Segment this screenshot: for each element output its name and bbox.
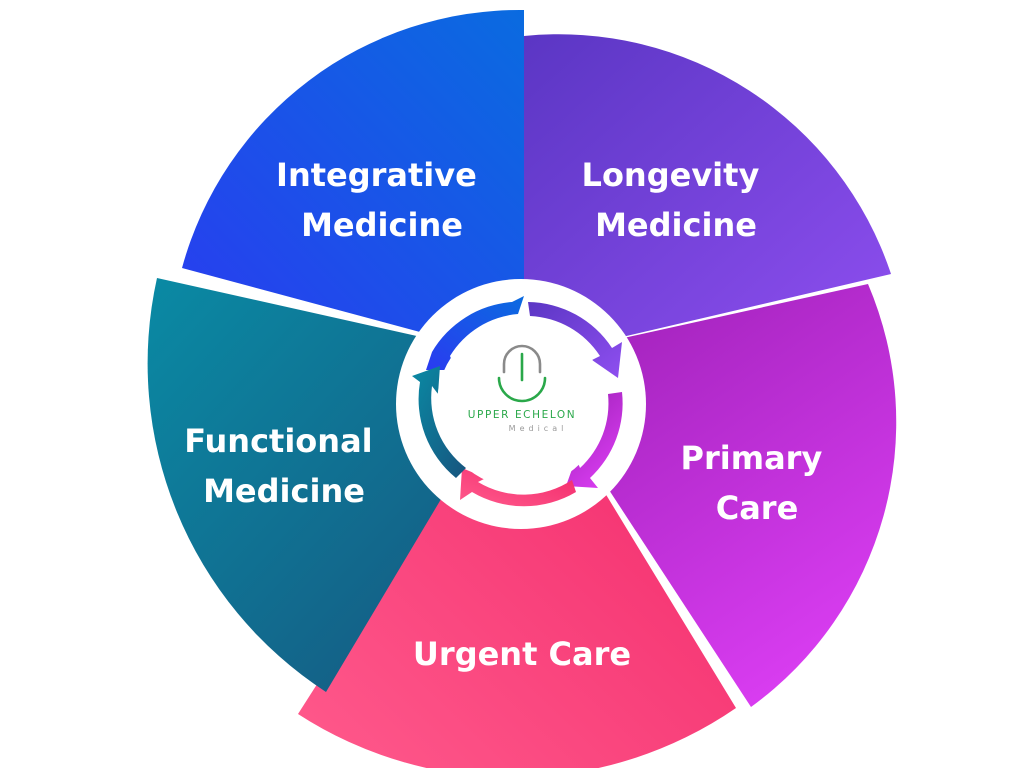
segment-longevity-label: Longevity Medicine (582, 156, 771, 244)
segment-primary-label: Primary Care (681, 439, 834, 527)
segment-longevity-label-line1: Longevity (582, 156, 760, 194)
segment-integrative-label-line2: Medicine (301, 206, 463, 244)
cycle-arrow-blue (426, 296, 524, 370)
segment-primary-label-line1: Primary (681, 439, 823, 477)
segment-integrative-label: Integrative Medicine (276, 156, 488, 244)
cycle-arrow-magenta (566, 392, 623, 488)
upper-echelon-logo: UPPER ECHELON Medical (468, 344, 577, 433)
logo-sub: Medical (509, 424, 568, 433)
cycle-arrow-teal (412, 366, 466, 478)
segment-integrative: Integrative Medicine (182, 9, 524, 361)
segment-integrative-label-line1: Integrative (276, 156, 477, 194)
logo-name: UPPER ECHELON (468, 409, 577, 421)
segment-longevity-label-line2: Medicine (595, 206, 757, 244)
segment-urgent-label: Urgent Care (413, 635, 631, 673)
segment-urgent-wedge (298, 360, 736, 768)
cycle-arrow-pink (460, 468, 576, 507)
segment-urgent: Urgent Care (298, 360, 736, 768)
cycle-arrows (412, 296, 623, 507)
center-hub-inner (437, 320, 605, 488)
segment-integrative-wedge (182, 9, 524, 361)
segment-functional-label-line1: Functional (184, 422, 372, 460)
segment-primary-label-line2: Care (716, 489, 799, 527)
segment-urgent-label-line1: Urgent Care (413, 635, 631, 673)
segment-longevity: Longevity Medicine (524, 34, 891, 360)
cycle-arrow-violet (528, 302, 622, 378)
segment-functional-label: Functional Medicine (184, 422, 384, 510)
segment-functional-label-line2: Medicine (203, 472, 365, 510)
power-symbol-icon (497, 344, 547, 403)
segment-longevity-wedge (524, 34, 891, 360)
